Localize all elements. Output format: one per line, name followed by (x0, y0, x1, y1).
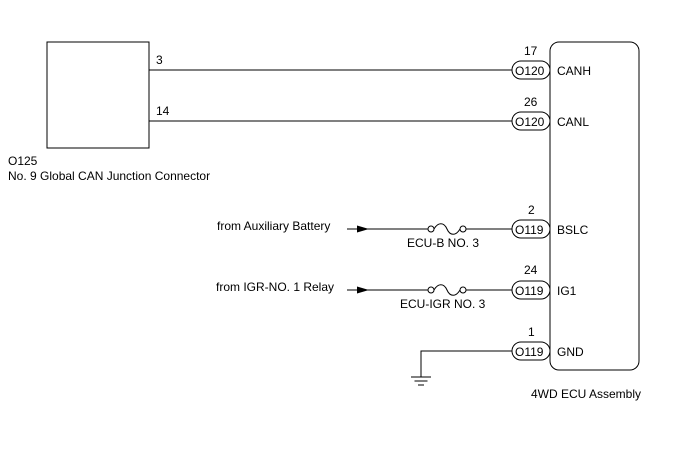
connector-id-canl: O120 (515, 115, 545, 129)
fuse-ecu-b-icon (433, 223, 461, 235)
connector-id-canh: O120 (515, 64, 545, 78)
connector-terminal-bslc (511, 219, 551, 239)
fuse-ecu-igr-label: ECU-IGR NO. 3 (400, 297, 486, 311)
signal-bslc: BSLC (557, 223, 589, 237)
ecu-pin-1: 1 (528, 325, 535, 339)
fuse-ecu-igr-terminal-right (459, 286, 467, 294)
connector-id-gnd: O119 (515, 345, 544, 359)
signal-gnd: GND (557, 345, 584, 359)
signal-canh: CANH (557, 64, 591, 78)
connector-terminal-canh (511, 60, 551, 80)
junction-connector-pin-14: 14 (156, 104, 170, 118)
fuse-ecu-b-label: ECU-B NO. 3 (407, 236, 479, 250)
ecu-pin-24: 24 (524, 263, 538, 277)
connector-id-bslc: O119 (515, 223, 544, 237)
fuse-ecu-b-terminal-left (427, 225, 435, 233)
ecu-pin-17: 17 (524, 44, 538, 58)
junction-connector-name: No. 9 Global CAN Junction Connector (8, 169, 210, 183)
fuse-ecu-b-terminal-right (459, 225, 467, 233)
connector-terminal-ig1 (511, 280, 551, 300)
connector-terminal-gnd (511, 341, 551, 361)
source-igr-relay: from IGR-NO. 1 Relay (216, 280, 334, 294)
fuse-ecu-igr-icon (433, 284, 461, 296)
source-auxiliary-battery: from Auxiliary Battery (217, 219, 330, 233)
signal-ig1: IG1 (557, 284, 577, 298)
junction-connector-pin-3: 3 (156, 53, 163, 67)
junction-connector-box (46, 41, 150, 149)
fuse-ecu-igr-terminal-left (427, 286, 435, 294)
ecu-name: 4WD ECU Assembly (531, 387, 641, 401)
connector-id-ig1: O119 (515, 284, 544, 298)
wire-gnd (420, 350, 512, 377)
junction-connector-id: O125 (8, 154, 38, 168)
signal-canl: CANL (557, 115, 589, 129)
connector-terminal-canl (511, 111, 551, 131)
ecu-pin-2: 2 (528, 203, 535, 217)
ecu-box (549, 41, 640, 371)
ecu-pin-26: 26 (524, 95, 538, 109)
arrow-ig1-icon (357, 286, 369, 294)
arrow-bslc-icon (357, 225, 369, 233)
